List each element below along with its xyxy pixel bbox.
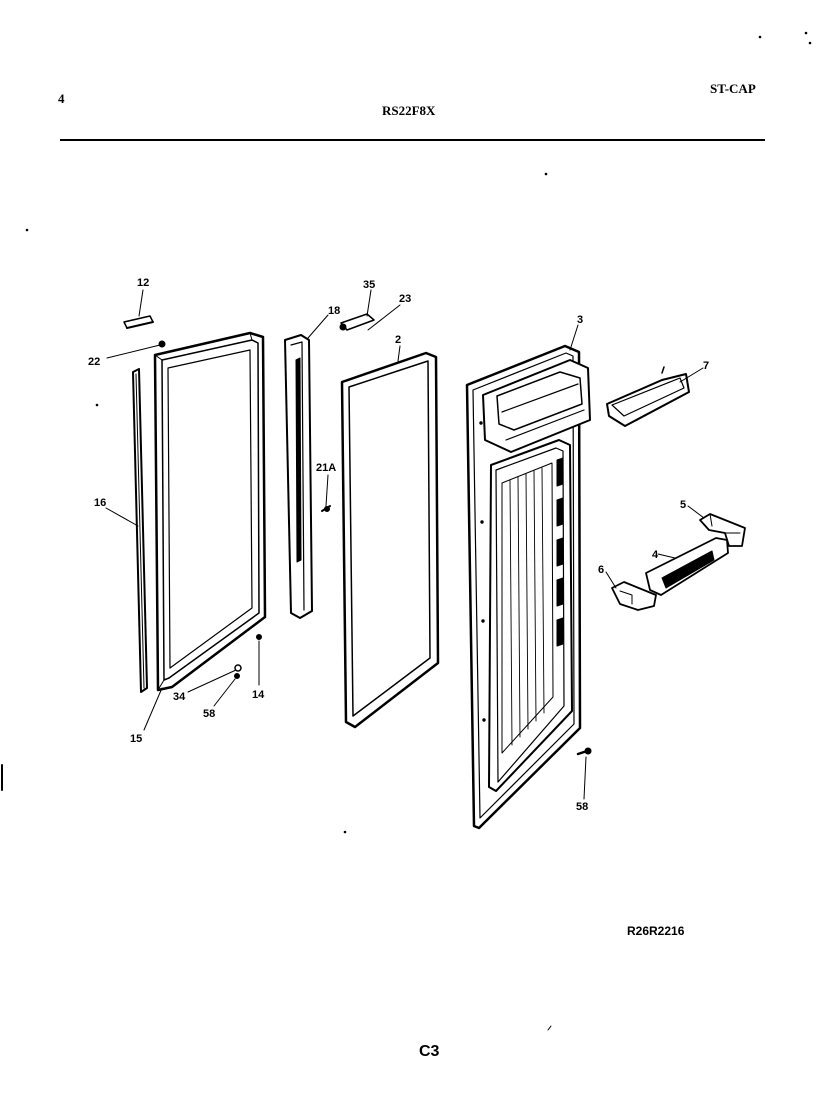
callout-21a: 21A [316, 462, 336, 474]
part-7-door-rack [606, 366, 690, 427]
page-number: 4 [58, 91, 65, 106]
callout-12: 12 [137, 277, 149, 289]
callout-4: 4 [652, 549, 659, 561]
callout-3: 3 [577, 314, 583, 326]
scan-marks [1, 31, 812, 1031]
page-code: C3 [419, 1043, 440, 1060]
part-21a-screw [321, 505, 331, 512]
callout-58-left: 58 [203, 708, 215, 720]
callout-34: 34 [173, 691, 186, 703]
model-number: RS22F8X [382, 103, 436, 118]
part-22-screw [158, 340, 166, 348]
callout-22: 22 [88, 356, 100, 368]
part-2-panel [340, 351, 440, 729]
part-34-washer [234, 664, 242, 672]
part-58-screw-right [576, 747, 592, 756]
callout-18: 18 [328, 305, 340, 317]
part-15-gasket [153, 331, 267, 692]
callout-2: 2 [395, 334, 401, 346]
part-4-rack-bar [645, 537, 729, 596]
callout-16: 16 [94, 497, 106, 509]
callout-7: 7 [703, 360, 709, 372]
part-5-bracket [699, 513, 746, 547]
figure-code: R26R2216 [627, 924, 685, 938]
part-58-screw-left [234, 673, 240, 679]
callout-6: 6 [598, 564, 604, 576]
callout-15: 15 [130, 733, 142, 745]
part-35-hinge-cover [339, 313, 375, 331]
callout-35: 35 [363, 279, 375, 291]
part-14-screw [256, 634, 262, 640]
leader-lines [105, 289, 705, 800]
manual-code: ST-CAP [710, 81, 756, 96]
part-12-trim [123, 315, 154, 329]
part-3-door-liner [465, 344, 591, 830]
callout-14: 14 [252, 689, 265, 701]
callout-5: 5 [680, 499, 686, 511]
part-18-liner-trim [284, 334, 313, 619]
part-16-strip [132, 368, 148, 693]
header-rule [60, 139, 765, 141]
callout-23: 23 [399, 293, 411, 305]
part-6-end-cap [611, 581, 657, 611]
callout-58-right: 58 [576, 801, 588, 813]
